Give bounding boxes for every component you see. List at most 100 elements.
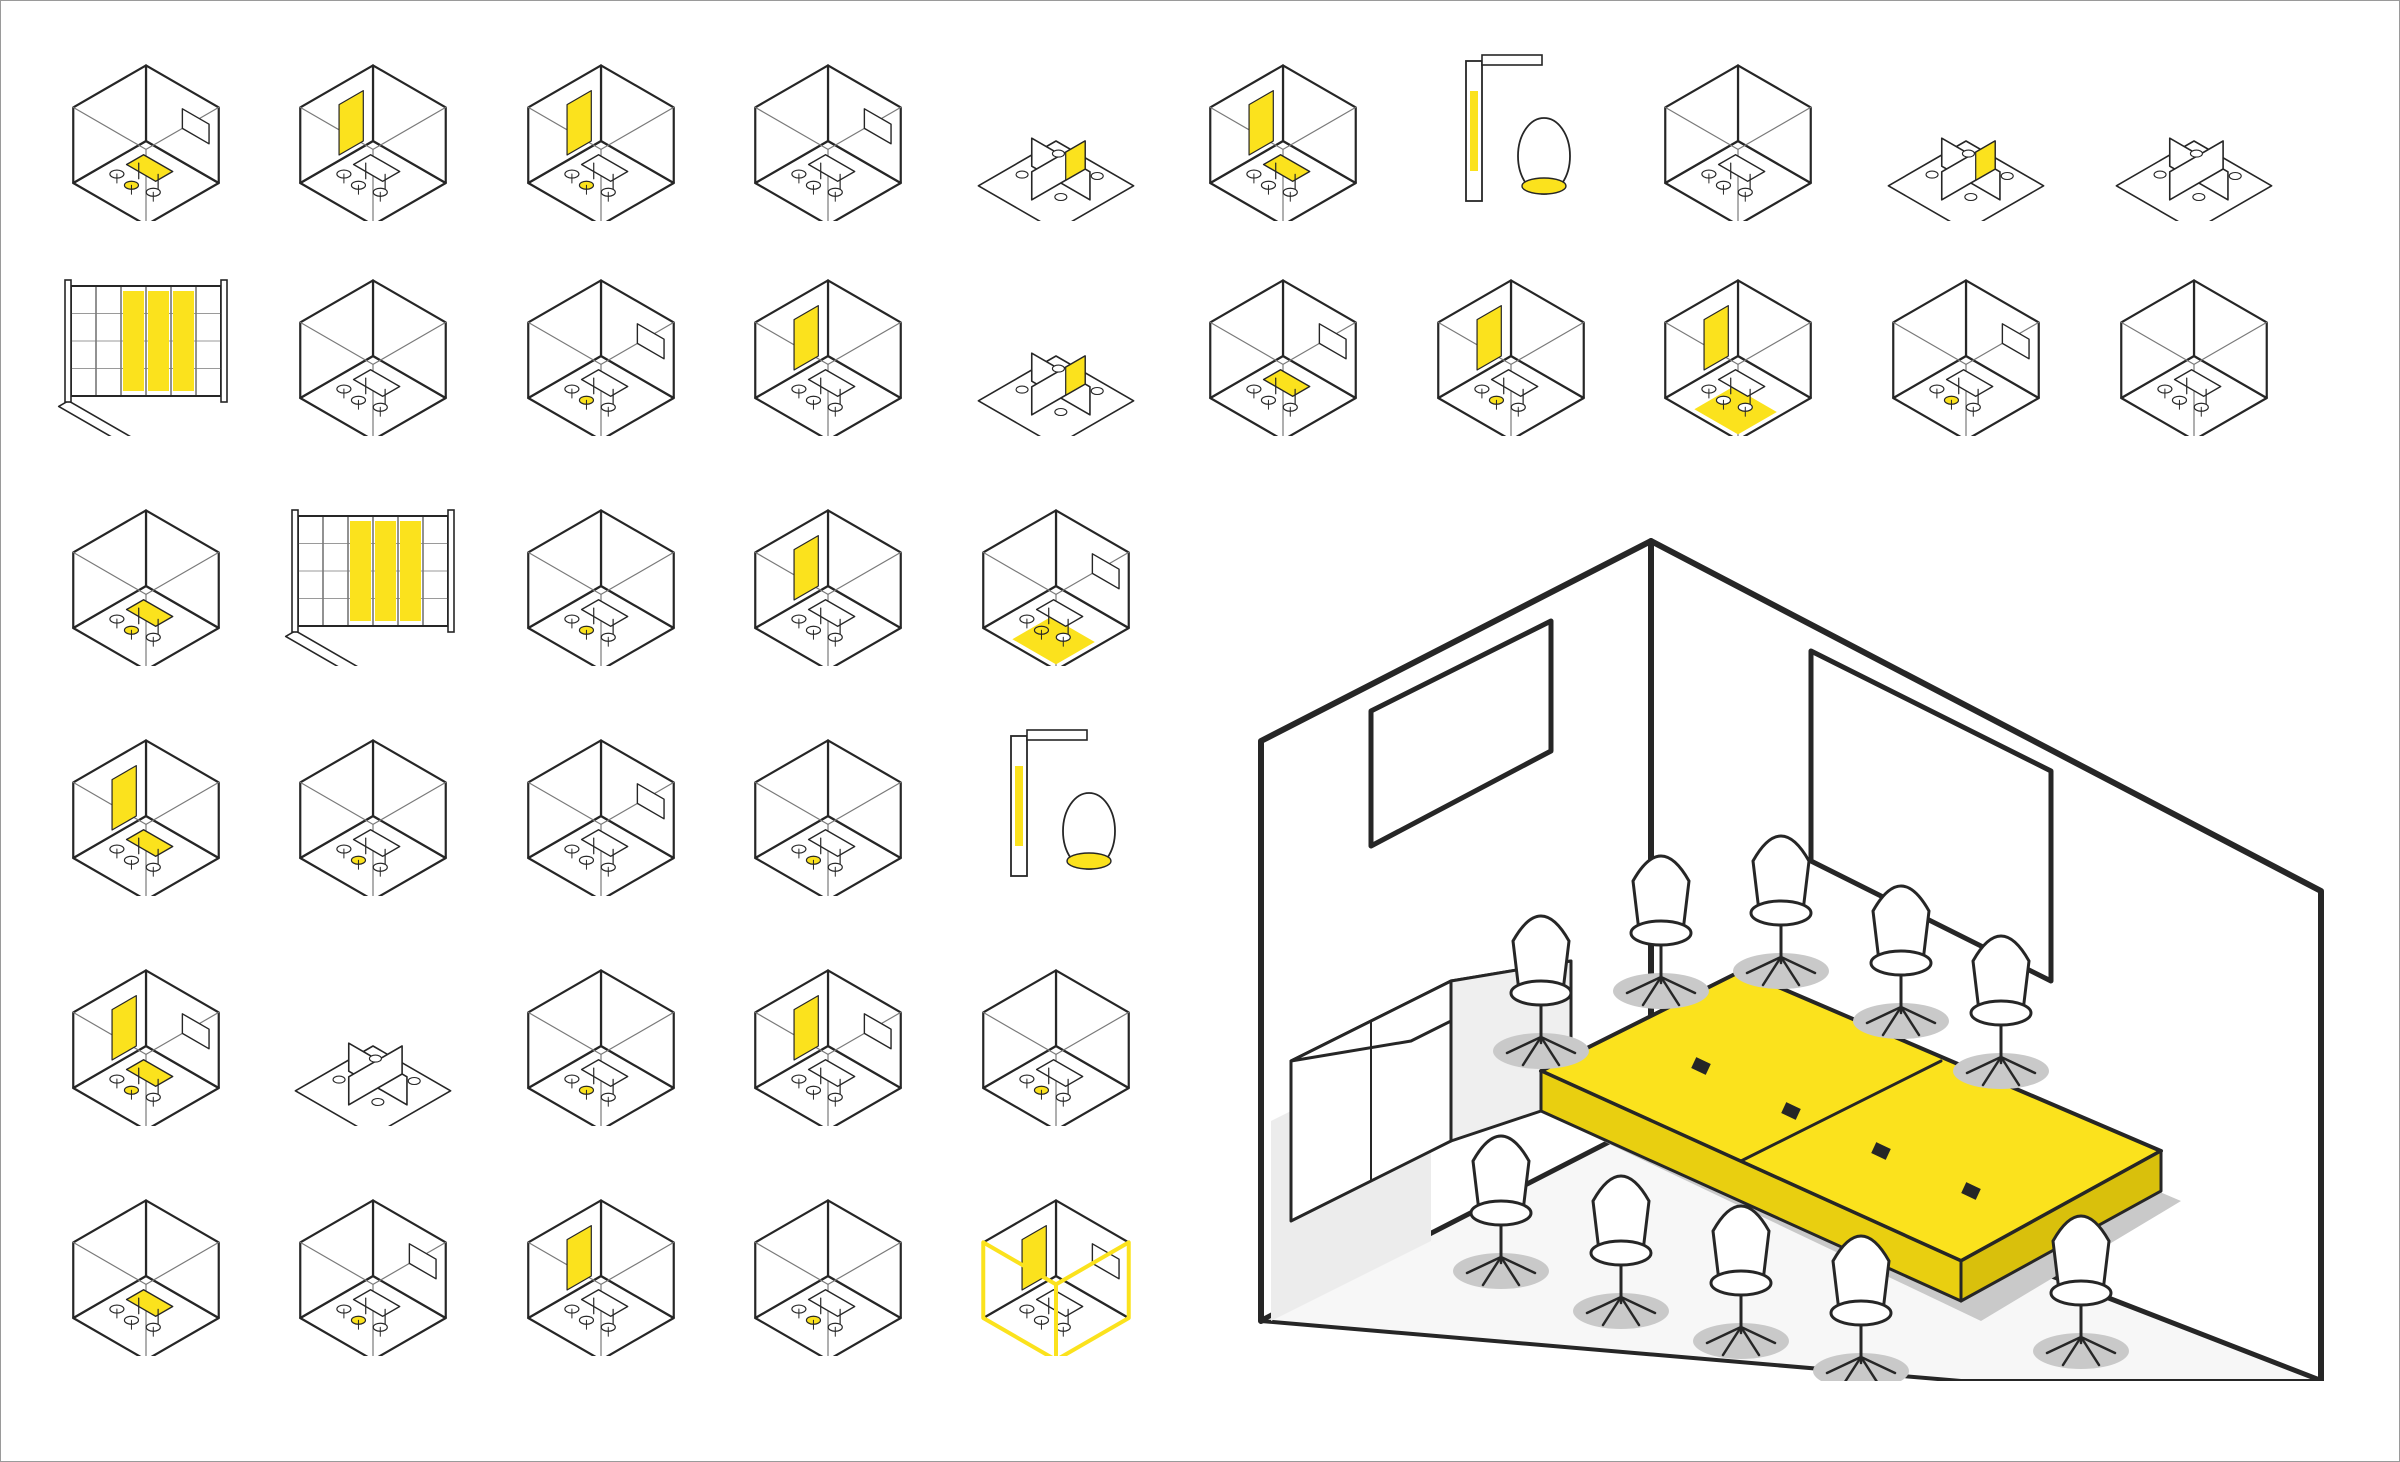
end-panel: [291, 509, 299, 633]
thumbnail-private-office-partition: [278, 31, 468, 221]
table: [1035, 1059, 1084, 1088]
glass-edge: [827, 781, 902, 826]
accent-panel: [566, 1224, 592, 1291]
accent-panel: [1065, 140, 1086, 181]
chair-base-leg: [1899, 1005, 1921, 1037]
thumbnail-lounge-yellow-chairs: [961, 936, 1151, 1126]
chair-base-leg: [1539, 1035, 1577, 1055]
table: [352, 829, 401, 858]
accent-strip: [1015, 766, 1023, 846]
thumbnail-team-area-round-table: [278, 936, 468, 1126]
glass-edge: [1664, 106, 1739, 151]
sketch-huddle-room: [982, 509, 1130, 666]
thumbnail-glass-project-room: [506, 936, 696, 1126]
accent-door: [375, 521, 396, 621]
accent-door: [350, 521, 371, 621]
chair: [2000, 171, 2014, 181]
accent-panel: [793, 534, 819, 601]
chair-seat: [1589, 1239, 1653, 1267]
chair: [2189, 149, 2203, 158]
chair-seat: [1709, 1269, 1773, 1297]
chair-shadow: [1493, 1033, 1589, 1069]
end-panel: [64, 279, 72, 403]
table: [1717, 369, 1766, 398]
chair-seat: [1969, 999, 2033, 1027]
power-port: [1961, 1182, 1981, 1200]
chair-back: [1871, 884, 1931, 963]
sketch-open-office-lounge: [1209, 64, 1357, 221]
thumbnail-office-partition-yellow: [278, 246, 468, 436]
thumbnail-huddle-room: [961, 476, 1151, 666]
glass-edge: [145, 1241, 220, 1286]
chair-base-leg: [1465, 1255, 1503, 1275]
glass-edge: [600, 1011, 675, 1056]
table-seam: [1739, 1059, 1943, 1163]
chair: [1054, 407, 1068, 417]
chair-back: [1751, 834, 1811, 913]
glass-edge: [754, 1241, 829, 1286]
thumbnail-cubicle-cluster-2: [2099, 31, 2289, 221]
chair-back: [1591, 1174, 1651, 1253]
accent-floor: [1694, 386, 1777, 435]
chair-base-leg: [1585, 1295, 1623, 1315]
table: [580, 369, 629, 398]
accent-panel: [111, 994, 137, 1061]
glass-edge: [372, 106, 447, 151]
thumbnail-open-office-lounge: [1188, 31, 1378, 221]
thumbnail-glass-office-lounge: [506, 476, 696, 666]
chair-base-leg: [1499, 1255, 1537, 1275]
accent-panel: [111, 764, 137, 831]
sketch-glass-workroom: [72, 1199, 220, 1356]
sketch-glass-office-standing: [527, 64, 675, 221]
thumbnail-touchdown-yellow-floor: [1643, 246, 1833, 436]
thumbnail-lounge-pod: [1416, 31, 1606, 221]
chair-base-leg: [1601, 1295, 1623, 1327]
chair-base-leg: [1619, 1295, 1657, 1315]
thumbnail-glass-workroom: [51, 1166, 241, 1356]
sketch-reception-seating: [527, 1199, 675, 1356]
table: [580, 599, 629, 628]
chair: [1051, 364, 1065, 373]
table: [1262, 369, 1311, 398]
accent-panel: [338, 89, 364, 156]
panel-cap: [1481, 54, 1543, 66]
thumbnail-office-yellow-panels: [278, 706, 468, 896]
thumbnail-training-room-long: [1871, 246, 2061, 436]
table: [580, 1059, 629, 1088]
chair-shadow: [1573, 1293, 1669, 1329]
whiteboard: [863, 1013, 892, 1050]
table: [807, 1289, 856, 1318]
panel-cap: [1026, 729, 1088, 741]
table: [125, 1059, 174, 1088]
chair: [1090, 386, 1104, 396]
sketch-lounge-seating: [754, 969, 902, 1126]
chair: [1015, 385, 1029, 394]
thumbnail-glass-office-yellow: [1643, 31, 1833, 221]
thumbnail-open-workstations: [961, 31, 1151, 221]
chair-back: [1471, 1134, 1531, 1213]
chair-base-leg: [1659, 975, 1697, 995]
thumbnail-meeting-room-screen: [506, 706, 696, 896]
accent-panel: [1065, 355, 1086, 396]
whiteboard: [408, 1243, 437, 1280]
sketch-glass-office-partition: [1437, 279, 1585, 436]
whiteboard: [863, 108, 892, 145]
base: [284, 630, 358, 666]
table: [1945, 369, 1994, 398]
thumbnail-lounge-seating: [733, 936, 923, 1126]
glass-edge: [827, 1241, 902, 1286]
accent-panel: [793, 304, 819, 371]
end-panel: [220, 279, 228, 403]
thumbnail-office-highlighted-frame: [961, 1166, 1151, 1356]
whiteboard: [636, 783, 665, 820]
chair-base-leg: [1481, 1255, 1503, 1287]
chair-back: [2051, 1214, 2111, 1293]
accent-panel: [1476, 304, 1502, 371]
chair-base-leg: [2079, 1335, 2117, 1355]
chair: [371, 1097, 385, 1107]
chair-seat: [1869, 949, 1933, 977]
chair-back: [1971, 934, 2031, 1013]
chair-shadow: [1853, 1003, 1949, 1039]
table: [807, 1059, 856, 1088]
sketch-cafe-area: [754, 509, 902, 666]
